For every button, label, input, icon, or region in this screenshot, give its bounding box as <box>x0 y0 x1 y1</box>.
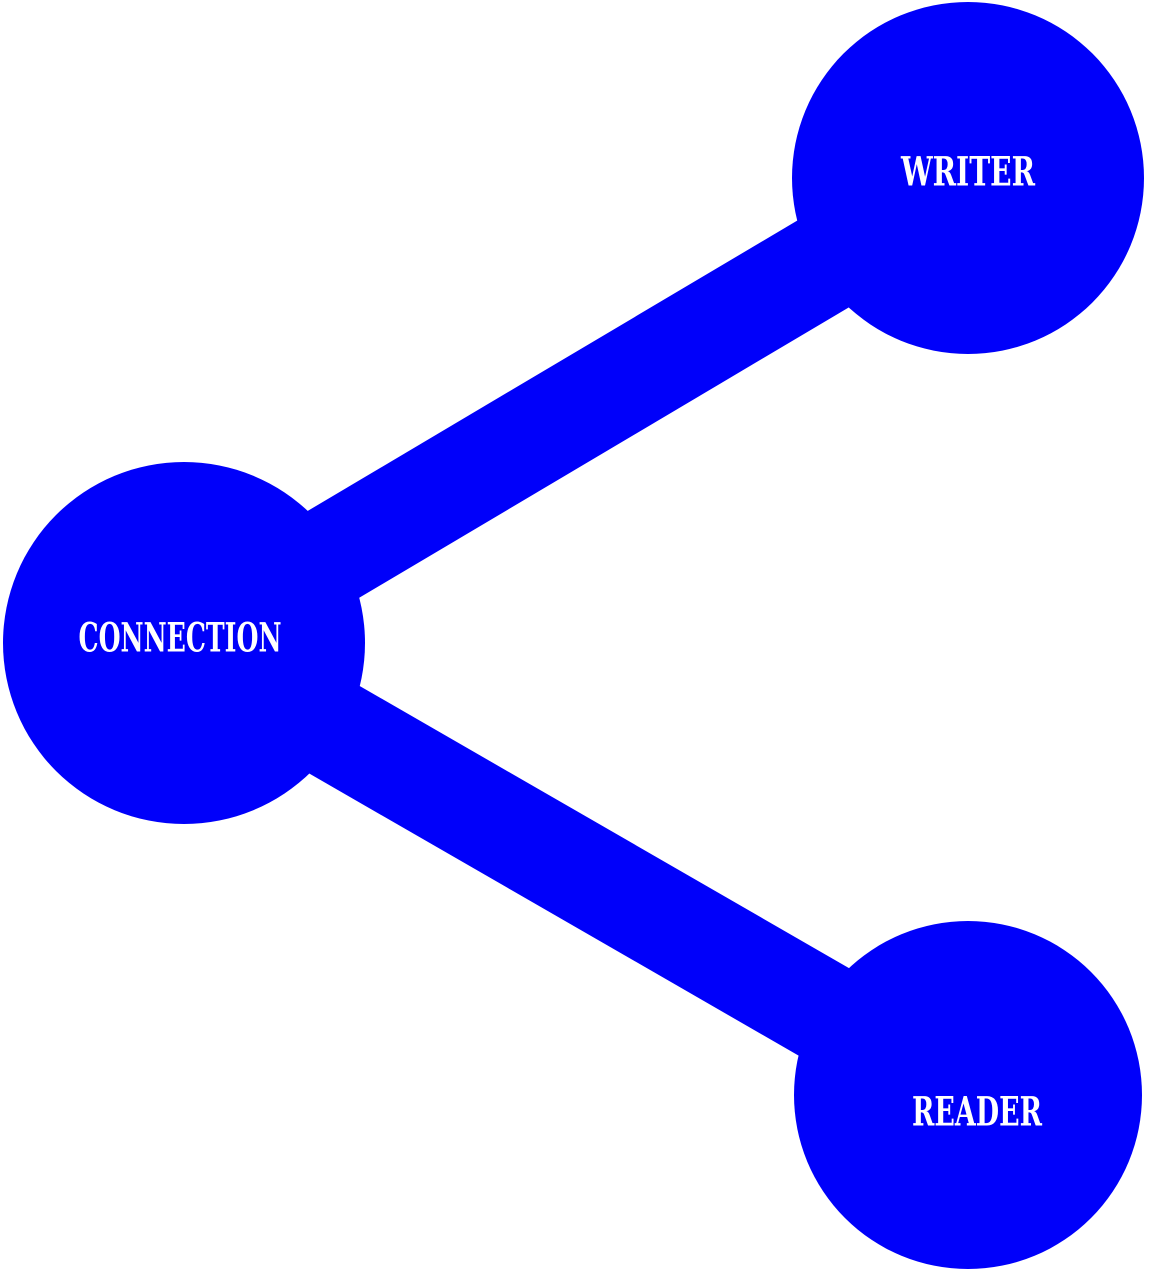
node-label-reader: READER <box>912 1089 1043 1136</box>
node-writer <box>792 2 1144 354</box>
node-label-connection: CONNECTION <box>79 615 282 662</box>
node-reader <box>794 921 1142 1269</box>
node-label-writer: WRITER <box>900 149 1035 196</box>
node-connection <box>3 462 365 824</box>
